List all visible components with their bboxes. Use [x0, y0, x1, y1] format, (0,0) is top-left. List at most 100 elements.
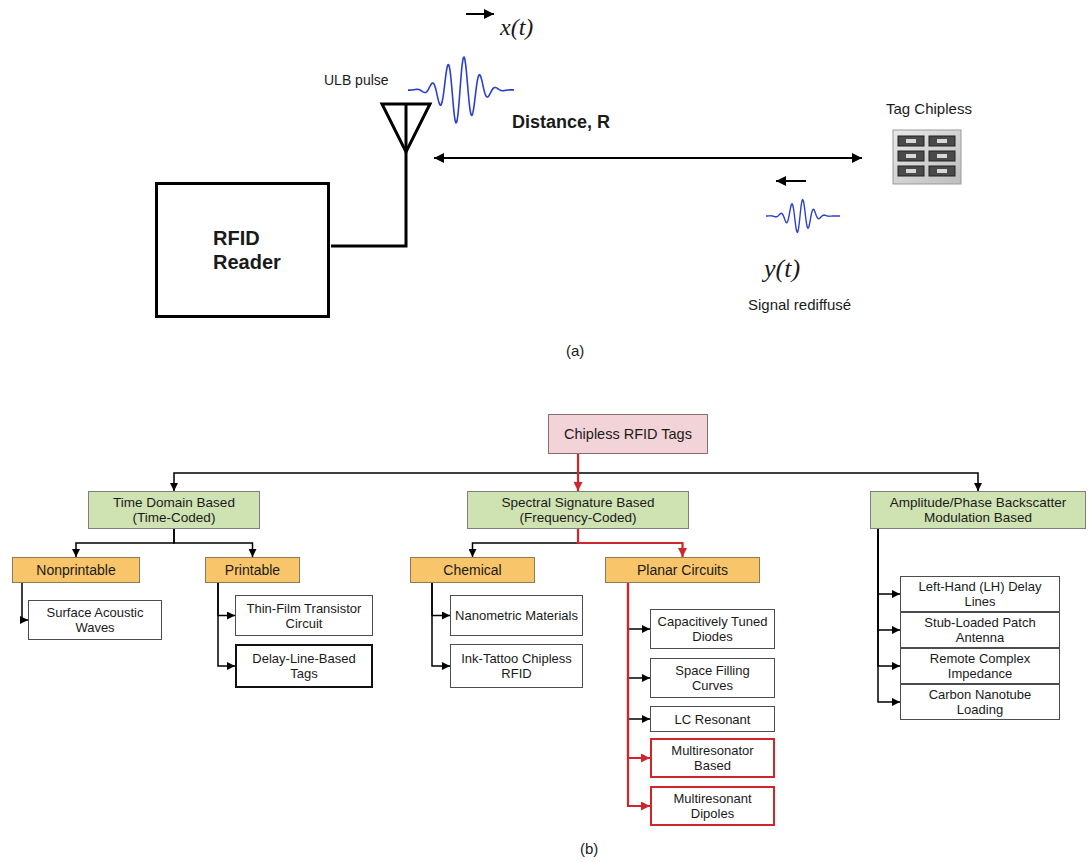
- box-text: Left-Hand (LH) Delay Lines: [904, 579, 1056, 609]
- resonator-outline: [898, 151, 924, 161]
- chipless-tag-picture: [893, 130, 961, 184]
- box-text: Chemical: [443, 562, 501, 578]
- tag-resonators: [898, 136, 955, 176]
- root-box: Chipless RFID Tags: [548, 414, 708, 454]
- tag-resonator: [929, 166, 955, 176]
- box-text: Nonprintable: [36, 562, 115, 578]
- technique-box: Carbon Nanotube Loading: [900, 684, 1060, 720]
- tree-connector: [628, 583, 650, 629]
- tree-connector: [577, 454, 579, 491]
- tag-resonator: [929, 151, 955, 161]
- box-text: Nanometric Materials: [455, 608, 578, 623]
- resonator-slot: [937, 154, 947, 158]
- panel-label: (b): [580, 840, 598, 857]
- distance-label: Distance, R: [512, 112, 610, 133]
- resonator-outline: [929, 136, 955, 146]
- subcategory-box: Printable: [205, 557, 300, 583]
- box-text: RFID Reader: [213, 226, 293, 274]
- highlighted-box: Multiresonant Dipoles: [650, 786, 775, 826]
- tree-connector: [578, 529, 683, 557]
- tree-connector: [878, 529, 900, 702]
- technique-box: Surface Acoustic Waves: [28, 600, 162, 640]
- tree-connector: [628, 583, 650, 678]
- resonator-outline: [929, 151, 955, 161]
- distance-arrow: [434, 157, 862, 159]
- direction-arrow: [466, 13, 494, 15]
- technique-box: LC Resonant: [650, 706, 775, 732]
- tree-connector: [878, 529, 900, 594]
- tree-connector: [628, 583, 650, 806]
- subcategory-box: Planar Circuits: [605, 557, 760, 583]
- antenna-feed-wire: [331, 104, 406, 246]
- tree-connector: [878, 529, 900, 666]
- panel-label: (a): [566, 342, 584, 359]
- uwb-pulse-waveform: [408, 57, 514, 123]
- box-text: Thin-Film Transistor Circuit: [239, 601, 369, 631]
- tree-connector: [578, 454, 978, 491]
- tag-substrate: [893, 130, 961, 184]
- tree-connector: [473, 529, 579, 557]
- highlighted-box: Multiresonator Based: [650, 738, 775, 778]
- backscattered-pulse-waveform: [766, 200, 840, 233]
- tree-connector: [76, 529, 174, 557]
- resonator-slot: [937, 139, 947, 143]
- box-text: Space Filling Curves: [654, 663, 771, 693]
- resonator-outline: [929, 166, 955, 176]
- tree-connector: [878, 529, 900, 630]
- technique-box: Delay-Line-Based Tags: [235, 644, 373, 688]
- box-text: Ink-Tattoo Chipless RFID: [454, 651, 579, 681]
- subcategory-box: Chemical: [410, 557, 535, 583]
- technique-box: Stub-Loaded Patch Antenna: [900, 612, 1060, 648]
- category-box: Amplitude/Phase Backscatter Modulation B…: [870, 491, 1086, 529]
- resonator-outline: [898, 166, 924, 176]
- technique-box: Ink-Tattoo Chipless RFID: [450, 644, 583, 688]
- signal-label: Signal rediffusé: [748, 296, 851, 313]
- resonator-slot: [906, 139, 916, 143]
- tag-label: Tag Chipless: [886, 100, 972, 117]
- resonator-slot: [906, 169, 916, 173]
- box-text: Time Domain Based (Time-Coded): [93, 495, 255, 525]
- pulse-label: ULB pulse: [324, 72, 389, 88]
- tree-connector: [432, 583, 450, 666]
- tree-connector: [218, 583, 235, 616]
- tree-connector: [628, 583, 650, 758]
- tag-resonator: [898, 136, 924, 146]
- box-text: Printable: [225, 562, 280, 578]
- box-text: Capacitively Tuned Diodes: [654, 614, 771, 644]
- technique-box: Capacitively Tuned Diodes: [650, 609, 775, 649]
- box-text: Multiresonator Based: [655, 743, 770, 773]
- tag-resonator: [898, 151, 924, 161]
- box-text: Delay-Line-Based Tags: [240, 651, 368, 681]
- box-text: Surface Acoustic Waves: [32, 605, 158, 635]
- box-text: Remote Complex Impedance: [904, 651, 1056, 681]
- category-box: Spectral Signature Based (Frequency-Code…: [467, 491, 689, 529]
- box-text: Planar Circuits: [637, 562, 728, 578]
- box-text: Multiresonant Dipoles: [655, 791, 770, 821]
- technique-box: Nanometric Materials: [450, 595, 583, 636]
- signal-name: y(t): [764, 254, 800, 284]
- subcategory-box: Nonprintable: [12, 557, 140, 583]
- technique-box: Space Filling Curves: [650, 658, 775, 698]
- box-text: Spectral Signature Based (Frequency-Code…: [472, 495, 684, 525]
- resonator-outline: [898, 136, 924, 146]
- tag-resonator: [929, 136, 955, 146]
- box-text: Chipless RFID Tags: [564, 426, 692, 443]
- tree-connector: [218, 583, 235, 666]
- category-box: Time Domain Based (Time-Coded): [88, 491, 260, 529]
- tree-connector: [628, 583, 650, 719]
- box-text: LC Resonant: [675, 712, 751, 727]
- tag-resonator: [898, 166, 924, 176]
- box-text: Carbon Nanotube Loading: [904, 687, 1056, 717]
- resonator-slot: [937, 169, 947, 173]
- signal-name: x(t): [500, 14, 533, 41]
- tree-connector: [432, 583, 450, 616]
- technique-box: Left-Hand (LH) Delay Lines: [900, 576, 1060, 612]
- technique-box: Thin-Film Transistor Circuit: [235, 595, 373, 636]
- technique-box: Remote Complex Impedance: [900, 648, 1060, 684]
- tree-connector: [174, 454, 578, 491]
- direction-arrow: [776, 180, 806, 182]
- box-text: Amplitude/Phase Backscatter Modulation B…: [875, 495, 1081, 525]
- reader-box: RFID Reader: [155, 182, 330, 318]
